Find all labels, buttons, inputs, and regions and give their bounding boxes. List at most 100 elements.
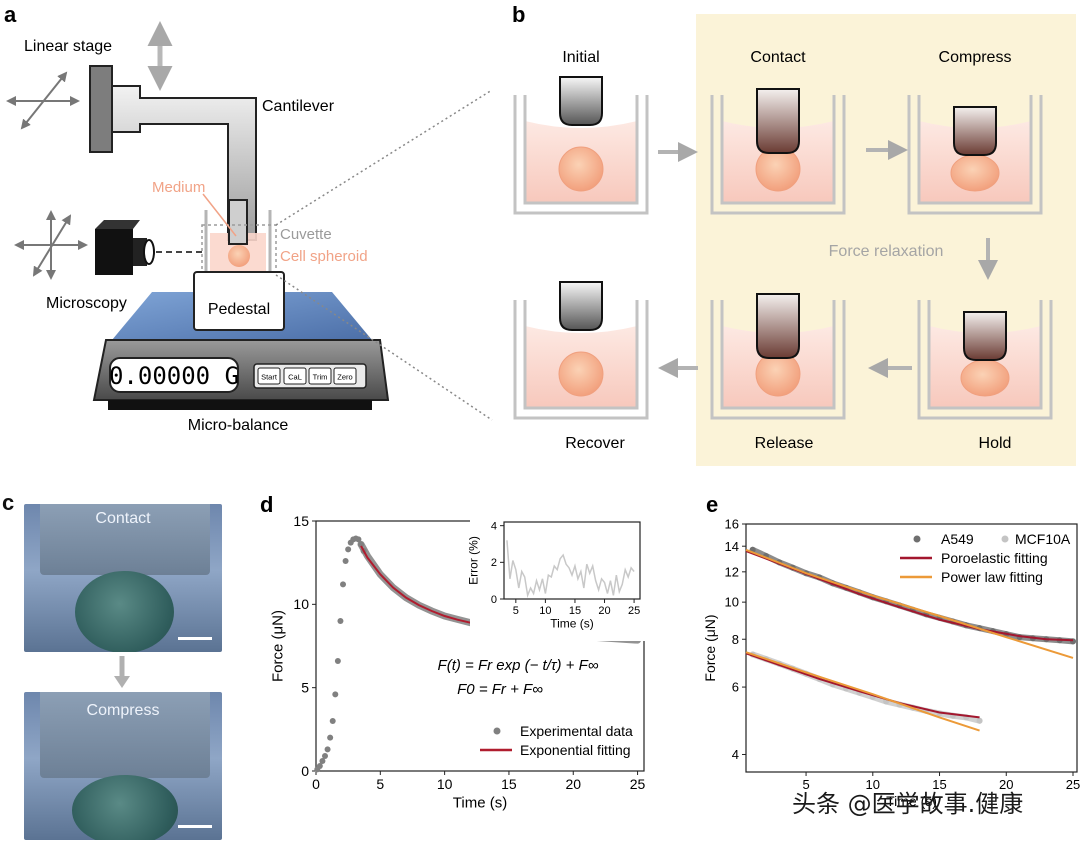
- microscope-axes-icon: [14, 210, 88, 280]
- cantilever-label: Cantilever: [262, 98, 335, 115]
- panel-c-letter: c: [2, 490, 15, 515]
- y-tick-label: 5: [301, 680, 309, 696]
- y-axis-label: Force (μN): [702, 614, 718, 681]
- photo-contact: Contact: [24, 504, 222, 652]
- experimental-point: [327, 734, 334, 741]
- well-wall: [513, 95, 649, 215]
- probe: [559, 76, 603, 126]
- photo-contact-label: Contact: [95, 510, 151, 527]
- power-law-fit-line: [745, 548, 1074, 659]
- cell-spheroid: [558, 146, 604, 192]
- panel-d-letter: d: [260, 492, 273, 517]
- probe: [559, 281, 603, 331]
- legend-a549-marker: [913, 535, 921, 543]
- zoom-connector-bottom: [275, 274, 493, 421]
- experimental-point: [322, 753, 329, 759]
- y-axis-label: Force (μN): [269, 610, 286, 682]
- experimental-point: [340, 581, 347, 588]
- legend-poro-label: Poroelastic fitting: [941, 550, 1048, 566]
- well-wall: [710, 95, 846, 215]
- pedestal-label: Pedestal: [208, 301, 270, 318]
- legend-fit-label: Exponential fitting: [520, 742, 631, 758]
- contact-to-compress-arrow: [114, 656, 130, 688]
- experimental-point: [319, 758, 326, 764]
- experimental-point: [342, 558, 349, 564]
- cell-spheroid: [950, 154, 1000, 192]
- x-tick-label: 5: [802, 777, 809, 792]
- balance-button: [308, 367, 332, 385]
- linear-stage-block: [89, 65, 113, 153]
- legend-mcf10a-marker: [1001, 535, 1009, 543]
- photo-compress-probe: [39, 692, 211, 778]
- camera-icon: [95, 220, 155, 275]
- scale-bar: [178, 825, 212, 828]
- photo-compress: Compress: [24, 692, 222, 840]
- step-recover-label: Recover: [565, 435, 625, 452]
- x-tick-label: 15: [932, 777, 946, 792]
- process-wells: [513, 76, 1053, 420]
- experimental-point: [324, 746, 331, 753]
- micro-balance-label: Micro-balance: [188, 417, 289, 434]
- balance-foot: [108, 400, 372, 410]
- poroelastic-fit-line: [745, 652, 980, 719]
- x-tick-label: 10: [539, 605, 551, 617]
- step-compress-label: Compress: [939, 49, 1012, 66]
- cell-spheroid: [228, 245, 250, 267]
- experimental-point: [329, 718, 336, 724]
- balance-button-label: CaL: [288, 373, 302, 382]
- x-tick-label: 25: [1066, 777, 1080, 792]
- y-tick-label: 8: [732, 632, 739, 647]
- well: [513, 76, 649, 215]
- x-tick-label: 20: [565, 776, 581, 792]
- mcf10a-data-band: [749, 651, 983, 724]
- well: [710, 293, 846, 420]
- mcf10a-point: [976, 717, 983, 724]
- x-axis-label: Time (s): [550, 617, 594, 631]
- well: [907, 95, 1043, 215]
- well-wall: [513, 300, 649, 420]
- probe: [953, 106, 997, 156]
- photo-contact-spheroid: [75, 570, 175, 652]
- equation-initial-force: F0 = Fr + F∞: [457, 681, 543, 698]
- experimental-point: [337, 618, 344, 624]
- legend-power-label: Power law fitting: [941, 569, 1043, 585]
- equation-force: F(t) = Fr exp (− t/τ) + F∞: [438, 657, 599, 674]
- legend-experimental-label: Experimental data: [520, 723, 633, 739]
- balance-button-label: Trim: [313, 373, 328, 382]
- experimental-point: [355, 536, 362, 543]
- x-tick-label: 20: [598, 605, 610, 617]
- well-wall: [917, 300, 1053, 420]
- x-tick-label: 15: [501, 776, 517, 792]
- step-hold-label: Hold: [979, 435, 1012, 452]
- probe: [963, 311, 1007, 361]
- legend-a549-label: A549: [941, 531, 974, 547]
- probe: [756, 88, 800, 154]
- x-tick-label: 15: [569, 605, 581, 617]
- balance-display: [109, 357, 239, 393]
- y-tick-label: 2: [491, 557, 497, 569]
- process-arrows: [658, 140, 998, 378]
- step-contact-label: Contact: [750, 49, 806, 66]
- panel-b: b Initial Contact Compress Force relaxat…: [512, 2, 1076, 466]
- cuvette-label: Cuvette: [280, 226, 332, 243]
- x-tick-label: 10: [866, 777, 880, 792]
- balance-button: [283, 367, 307, 385]
- force-relaxation-label: Force relaxation: [829, 243, 944, 260]
- well: [513, 281, 649, 420]
- y-tick-label: 16: [725, 517, 739, 532]
- step-release-label: Release: [755, 435, 814, 452]
- watermark-text: 头条 @医学故事.健康: [792, 790, 1024, 818]
- x-tick-label: 20: [999, 777, 1013, 792]
- x-axis-label: Time (s): [453, 794, 507, 811]
- error-line: [506, 540, 635, 599]
- photo-compress-spheroid: [71, 774, 179, 840]
- x-tick-label: 5: [376, 776, 384, 792]
- well: [710, 88, 846, 215]
- y-tick-label: 4: [732, 747, 739, 762]
- y-tick-label: 10: [725, 595, 739, 610]
- step-initial-label: Initial: [562, 49, 599, 66]
